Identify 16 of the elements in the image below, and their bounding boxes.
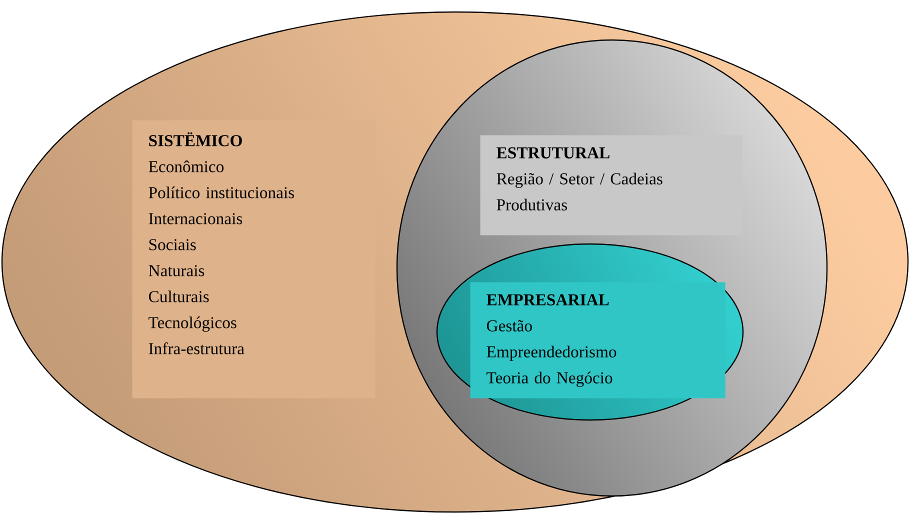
node-label: EMPRESARIAL <box>486 294 609 306</box>
node-label: Internacionais <box>148 213 242 224</box>
node-label: Econômico <box>148 160 224 172</box>
text-panel: ESTRUTURAL Região / Setor / Cadeias Produtivas <box>480 135 742 236</box>
node-label: Teoria do Negócio <box>486 372 612 387</box>
node-label: Político institucionais <box>148 186 294 198</box>
node-label: SISTËMICO <box>149 132 242 146</box>
text-panel: SISTËMICO Econômico Político institucionais Internacionais Sociais Naturais Culturais Tecnológicos Infra-estrutura <box>132 120 376 398</box>
node-label: Naturais <box>148 265 204 276</box>
node-label: Culturais <box>148 290 209 302</box>
node-label: Sociais <box>149 239 196 250</box>
node-label: Gestão <box>486 320 532 332</box>
text-panel: EMPRESARIAL Gestão Empreendedorismo Teoria do Negócio <box>470 282 726 398</box>
node-label: Empreendedorismo <box>486 346 616 361</box>
node-label: Infra-estrutura <box>148 342 244 354</box>
node-label: Tecnológicos <box>148 316 236 332</box>
